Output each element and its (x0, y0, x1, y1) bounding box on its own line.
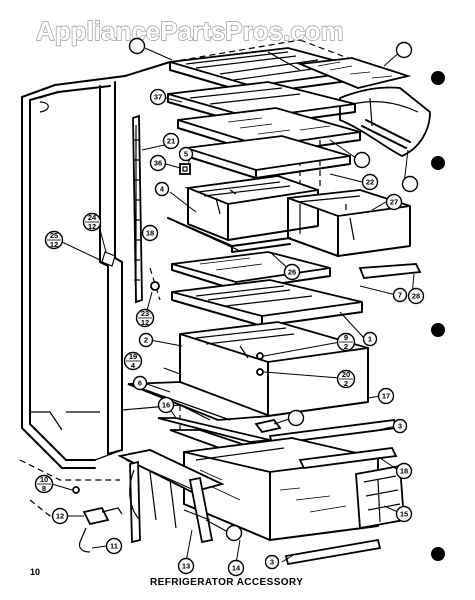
svg-text:14: 14 (232, 564, 241, 573)
callout-4: 4 (154, 181, 170, 197)
callout-7: 7 (392, 287, 408, 303)
callout-33 (395, 41, 413, 59)
callout-32 (128, 37, 146, 55)
callout-5: 5 (178, 146, 194, 162)
svg-text:21: 21 (167, 137, 175, 146)
callout-31: 37 (149, 88, 167, 106)
rail-3-lower (284, 538, 382, 566)
svg-text:15: 15 (400, 510, 408, 519)
callout-29: 28 (407, 287, 425, 305)
svg-text:12: 12 (50, 240, 58, 249)
crisper-drawer-28 (287, 189, 411, 257)
callout-30: 36 (149, 154, 167, 172)
svg-text:18: 18 (146, 229, 154, 238)
svg-text:27: 27 (390, 198, 398, 207)
registration-dot (431, 547, 445, 561)
callout-36 (401, 175, 419, 193)
svg-text:2: 2 (344, 342, 348, 351)
callout-19-4: 194 (123, 351, 143, 371)
callout-37 (225, 524, 243, 542)
callout-3-lower: 3 (264, 554, 280, 570)
vertical-rail (101, 114, 160, 304)
page-number: 10 (30, 567, 40, 577)
callout-22: 21 (162, 132, 180, 150)
svg-text:4: 4 (160, 185, 165, 194)
svg-text:4: 4 (131, 361, 136, 370)
svg-text:20: 20 (342, 370, 350, 379)
svg-text:9: 9 (344, 333, 348, 342)
bracket-part-35 (254, 418, 282, 434)
svg-text:7: 7 (398, 291, 402, 300)
svg-text:22: 22 (366, 178, 374, 187)
callout-10-8: 108 (34, 474, 54, 494)
svg-text:16: 16 (162, 401, 170, 410)
callout-16: 16 (157, 396, 175, 414)
callout-9-2: 92 (336, 332, 356, 352)
registration-dot (431, 323, 445, 337)
callout-3-upper: 3 (392, 418, 408, 434)
svg-text:17: 17 (382, 392, 390, 401)
watermark-text: AppliancePartsPros.com (36, 16, 344, 46)
svg-text:3: 3 (398, 422, 402, 431)
slide-assembly-left (117, 449, 225, 544)
callout-12: 12 (51, 507, 69, 525)
callout-28: 27 (385, 193, 403, 211)
callout-35 (287, 409, 305, 427)
callout-14: 14 (227, 559, 245, 577)
callout-6: 6 (132, 375, 148, 391)
svg-text:36: 36 (154, 159, 162, 168)
registration-dot (431, 156, 445, 170)
svg-text:2: 2 (144, 336, 148, 345)
shelf-26 (185, 135, 351, 179)
svg-text:25: 25 (50, 231, 58, 240)
svg-text:5: 5 (184, 150, 188, 159)
svg-text:37: 37 (154, 93, 162, 102)
callout-26: 22 (361, 173, 379, 191)
rail-18 (298, 447, 398, 469)
clip-part-5 (179, 163, 191, 175)
svg-text:6: 6 (138, 379, 142, 388)
callout-11: 11 (105, 537, 123, 555)
cabinet-liner (19, 39, 381, 521)
hinge-hardware (72, 486, 123, 553)
svg-text:12: 12 (141, 318, 149, 327)
svg-text:1: 1 (368, 335, 372, 344)
crisper-cover-glass (296, 57, 412, 89)
svg-text:13: 13 (182, 562, 190, 571)
diagram-title: REFRIGERATOR ACCESSORY (150, 577, 303, 588)
rail-29 (358, 263, 422, 279)
svg-text:2: 2 (344, 379, 348, 388)
svg-text:11: 11 (110, 542, 118, 551)
callout-18: 18 (395, 462, 413, 480)
svg-text:19: 19 (129, 352, 137, 361)
svg-text:12: 12 (56, 512, 64, 521)
curved-pan (339, 86, 431, 157)
shelf-34 (177, 107, 361, 155)
svg-text:24: 24 (88, 213, 97, 222)
shelf-frame-1 (171, 279, 363, 327)
callout-21: 18 (141, 224, 159, 242)
callout-34 (353, 151, 371, 169)
registration-dot (431, 71, 445, 85)
svg-text:26: 26 (288, 268, 296, 277)
svg-text:18: 18 (400, 467, 408, 476)
svg-text:12: 12 (88, 222, 96, 231)
svg-text:8: 8 (42, 484, 46, 493)
callout-27: 26 (283, 263, 301, 281)
slide-assembly-right (355, 464, 405, 530)
svg-text:28: 28 (412, 292, 420, 301)
svg-text:3: 3 (270, 558, 274, 567)
svg-text:10: 10 (40, 475, 48, 484)
callout-17: 17 (377, 387, 395, 405)
callout-13: 13 (177, 557, 195, 575)
callout-1: 1 (362, 331, 378, 347)
callout-20-2: 202 (336, 369, 356, 389)
svg-text:23: 23 (141, 309, 149, 318)
callout-2: 2 (138, 332, 154, 348)
callout-15: 15 (395, 505, 413, 523)
